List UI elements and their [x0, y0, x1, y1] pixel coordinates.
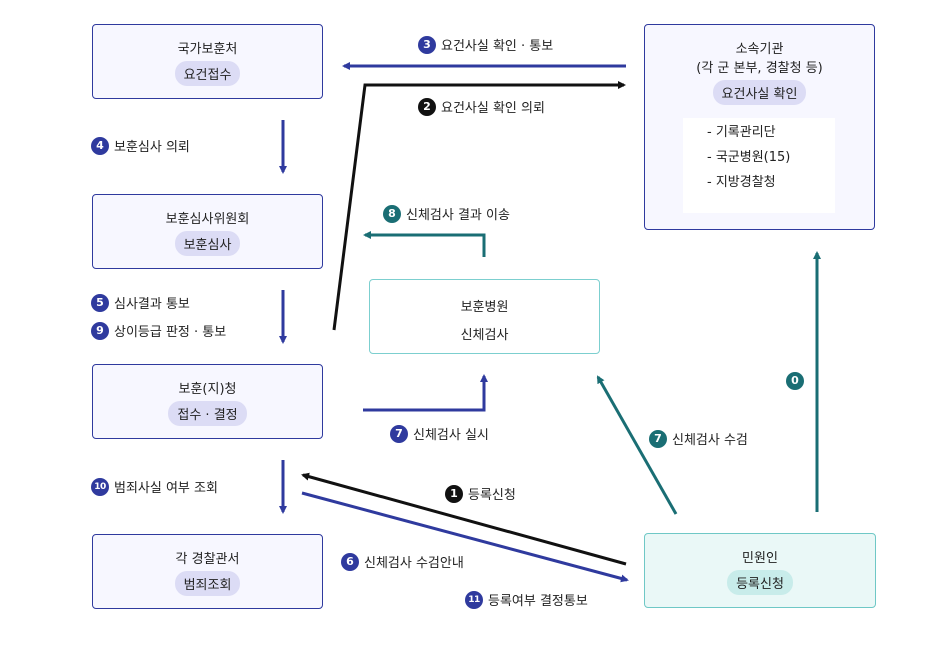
step-text: 범죄사실 여부 조회 — [114, 481, 218, 496]
arrow-6 — [301, 491, 629, 583]
list-item: - 국군병원(15) — [707, 150, 791, 165]
node-subtitle: (각 군 본부, 경찰청 등) — [696, 61, 823, 76]
arrow-8 — [363, 231, 486, 257]
step-text: 신체검사 실시 — [413, 428, 489, 443]
node-tag: 보훈심사 — [174, 231, 241, 256]
step-1-label: 1 등록신청 — [445, 484, 516, 503]
list-item: - 기록관리단 — [707, 125, 776, 140]
step-7a-label: 7 신체검사 실시 — [390, 424, 489, 443]
step-text: 신체검사 수검안내 — [364, 556, 464, 571]
list-item: - 지방경찰청 — [707, 175, 776, 190]
node-tag: 접수 · 결정 — [168, 401, 247, 426]
step-number: 0 — [786, 372, 804, 390]
node-title: 보훈심사위원회 — [165, 212, 250, 227]
step-text: 신체검사 수검 — [672, 433, 748, 448]
step-text: 요건사실 확인 · 통보 — [441, 39, 554, 54]
node-tag: 요건접수 — [174, 61, 241, 86]
node-title: 민원인 — [742, 551, 778, 566]
node-tag: 요건사실 확인 — [712, 80, 807, 105]
step-text: 요건사실 확인 의뢰 — [441, 101, 545, 116]
step-number: 1 — [445, 484, 463, 503]
arrow-1 — [301, 472, 627, 566]
node-title: 소속기관 — [735, 42, 784, 57]
node-tag: 신체검사 — [460, 328, 509, 343]
step-number: 2 — [418, 97, 436, 116]
node-regional-office: 보훈(지)청 접수 · 결정 — [92, 364, 323, 439]
node-title: 보훈(지)청 — [178, 382, 237, 397]
step-10-label: 10 범죄사실 여부 조회 — [91, 477, 218, 496]
node-applicant: 민원인 등록신청 — [644, 533, 876, 608]
step-number: 3 — [418, 35, 436, 54]
step-text: 상이등급 판정 · 통보 — [114, 325, 227, 340]
step-number: 8 — [383, 204, 401, 223]
arrow-7a — [363, 374, 488, 412]
step-text: 등록신청 — [468, 488, 516, 503]
step-7b-label: 7 신체검사 수검 — [649, 429, 748, 448]
node-title: 각 경찰관서 — [175, 552, 240, 567]
step-number: 6 — [341, 552, 359, 571]
node-tag: 범죄조회 — [174, 571, 241, 596]
step-0-label: 0 — [786, 372, 809, 390]
step-11-label: 11 등록여부 결정통보 — [465, 590, 588, 609]
node-national-veterans-office: 국가보훈처 요건접수 — [92, 24, 323, 99]
node-tag: 등록신청 — [727, 570, 793, 595]
step-number: 10 — [91, 477, 109, 496]
step-number: 7 — [649, 429, 667, 448]
step-3-label: 3 요건사실 확인 · 통보 — [418, 35, 553, 54]
node-police-stations: 각 경찰관서 범죄조회 — [92, 534, 323, 609]
step-number: 5 — [91, 293, 109, 312]
step-9-label: 9 상이등급 판정 · 통보 — [91, 321, 226, 340]
step-number: 11 — [465, 590, 483, 609]
step-number: 9 — [91, 321, 109, 340]
step-4-label: 4 보훈심사 의뢰 — [91, 136, 190, 155]
node-veterans-hospital: 보훈병원 신체검사 — [369, 279, 600, 354]
step-6-label: 6 신체검사 수검안내 — [341, 552, 464, 571]
step-text: 심사결과 통보 — [114, 297, 190, 312]
step-number: 4 — [91, 136, 109, 155]
step-text: 신체검사 결과 이송 — [406, 208, 510, 223]
node-review-committee: 보훈심사위원회 보훈심사 — [92, 194, 323, 269]
step-2-label: 2 요건사실 확인 의뢰 — [418, 97, 545, 116]
step-8-label: 8 신체검사 결과 이송 — [383, 204, 510, 223]
node-title: 보훈병원 — [460, 300, 509, 315]
node-title: 국가보훈처 — [177, 42, 238, 57]
step-5-label: 5 심사결과 통보 — [91, 293, 190, 312]
step-text: 보훈심사 의뢰 — [114, 140, 190, 155]
arrow-2 — [332, 81, 626, 331]
affiliated-agency-list: - 기록관리단 - 국군병원(15) - 지방경찰청 — [683, 118, 835, 213]
arrow-7b — [596, 375, 678, 515]
step-number: 7 — [390, 424, 408, 443]
step-text: 등록여부 결정통보 — [488, 594, 588, 609]
